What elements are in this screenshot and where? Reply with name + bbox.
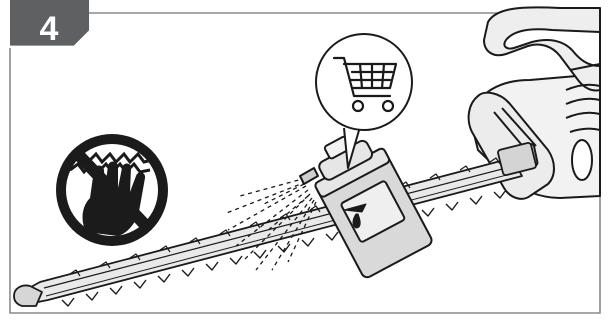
no-hands-on-blade-icon (56, 134, 168, 246)
step-number: 4 (40, 10, 59, 48)
step-number-badge: 4 (10, 0, 89, 48)
